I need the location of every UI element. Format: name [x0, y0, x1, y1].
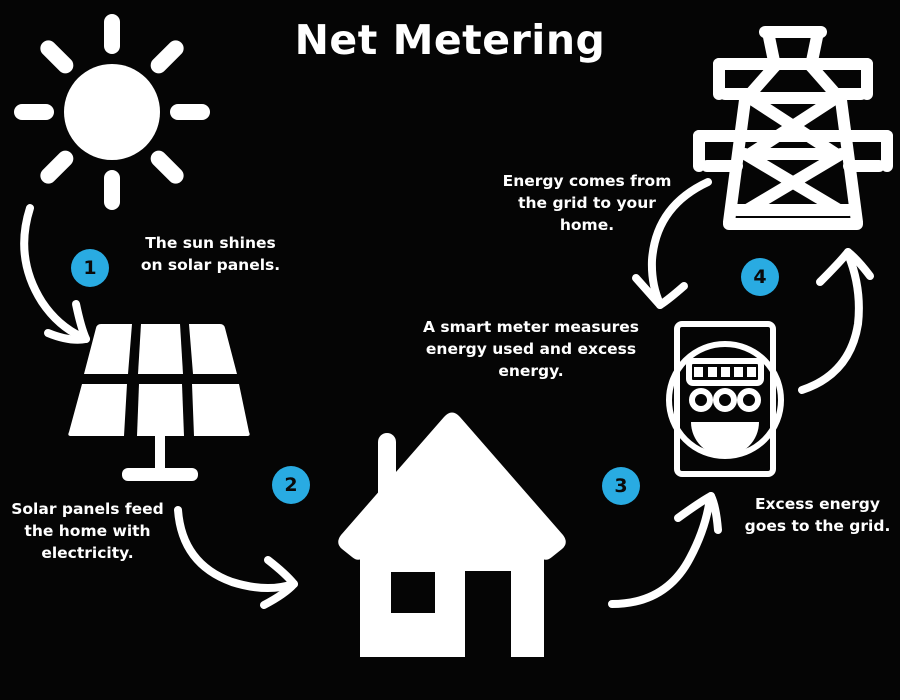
- arrow-sun-to-panel: [8, 192, 120, 352]
- house-icon: [338, 405, 572, 663]
- solar-panel-icon: [62, 322, 262, 487]
- caption-step-3: A smart meter measures energy used and e…: [422, 318, 640, 380]
- step-badge-4[interactable]: 4: [741, 258, 779, 296]
- smart-meter-icon: [663, 318, 787, 480]
- caption-excess-energy: Excess energy goes to the grid.: [744, 495, 891, 535]
- arrow-meter-to-grid: [790, 240, 886, 400]
- caption-step-1: The sun shines on solar panels.: [140, 234, 281, 274]
- arrow-house-to-meter: [604, 452, 754, 620]
- power-tower-icon: [693, 8, 893, 236]
- step-badge-3[interactable]: 3: [602, 467, 640, 505]
- page-title: Net Metering: [294, 16, 606, 64]
- step-badge-1[interactable]: 1: [71, 249, 109, 287]
- arrow-panel-to-house: [172, 492, 332, 610]
- caption-step-4: Energy comes from the grid to your home.: [502, 172, 672, 234]
- step-badge-2[interactable]: 2: [272, 466, 310, 504]
- sun-icon: [12, 12, 212, 212]
- caption-step-2: Solar panels feed the home with electric…: [11, 500, 164, 562]
- arrow-grid-to-meter: [632, 174, 744, 326]
